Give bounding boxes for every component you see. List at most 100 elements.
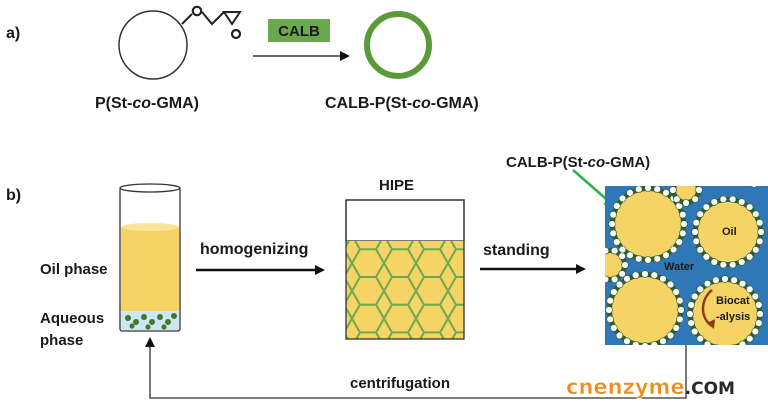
calb-particle [634,255,643,263]
calb-particle [760,124,767,131]
biocatalysis-label-1: Biocat [716,295,750,307]
calb-particle [626,251,634,259]
calb-particle-label: CALB-P(St-co-GMA) [506,154,650,171]
calb-particle [691,195,699,203]
calb-particle [692,177,699,184]
calb-particle [644,256,652,264]
calb-particle [682,199,690,207]
oil-droplet [612,277,678,343]
calb-particle [666,280,675,289]
calb-particle [618,270,626,278]
droplet-shell [723,124,768,186]
calb-particle [679,211,687,219]
calb-particle [690,327,699,336]
calb-particle [743,186,747,187]
calb-particle [703,340,712,345]
tube-particles [125,313,177,330]
calb-particle [713,344,719,345]
calb-particle [676,315,684,323]
calb-particle [623,275,631,283]
calb-particle [745,285,754,293]
watermark: cnenzyme.COM [566,375,735,399]
calb-box [268,19,330,42]
calb-particle [610,324,618,332]
calb-particle [751,327,759,336]
calb-particle [605,306,613,314]
calb-particle [731,344,737,345]
calb-particle [761,186,765,187]
calb-particle [722,346,729,353]
calb-particle [610,288,618,296]
calb-particle [692,237,700,246]
calb-particle [734,128,741,135]
calb-particle [606,315,614,323]
hipe-container [345,199,465,340]
calb-particle [751,123,758,130]
hipe-label: HIPE [379,177,414,194]
biocatalysis-label-2: -alysis [716,311,750,323]
inset-water-label: Water [664,261,695,273]
calb-particle [751,292,759,301]
calb-particle [631,271,640,279]
calb-particle [653,186,661,193]
oil-droplet [698,202,758,262]
calb-particle [606,297,614,305]
calb-particle [680,220,688,228]
calb-particle [683,174,690,181]
calb-particle [669,245,678,254]
calb-particle [595,253,602,260]
calb-particle [618,252,626,260]
calb-particle [615,331,624,340]
calb-particle [702,253,711,261]
calb-particle [615,280,624,289]
calb-particle [609,211,617,219]
calb-particle [695,186,703,194]
oil-droplet [676,186,696,200]
calb-particle [738,280,747,288]
calb-particle [712,276,720,284]
calb-particle [632,341,640,345]
calb-particle [691,228,699,236]
calb-particle [641,342,649,345]
calb-particle [650,271,658,279]
calb-particle [666,331,675,340]
calb-particle [757,228,765,236]
calb-coated-bead [364,11,432,79]
p-st-co-gma-label: P(St-co-GMA) [95,95,199,112]
calb-particle [623,337,631,345]
standing-label: standing [483,242,550,259]
calb-particle [675,238,683,246]
calb-particle [662,189,670,197]
calb-particle [745,253,754,261]
calb-particle [756,310,764,318]
calb-particle [609,229,617,238]
calb-particle [755,219,764,227]
calb-particle [653,255,661,263]
calb-particle [752,210,760,218]
calb-particle [659,275,667,283]
calb-particle [710,258,718,266]
calb-particle [618,194,627,203]
oil-phase-label: Oil phase [40,261,108,278]
calb-particle [696,246,704,254]
oil-droplet [693,282,757,345]
calb-particle [723,143,730,150]
oil-droplet [728,129,768,181]
centrifugation-label: centrifugation [350,375,450,392]
calb-particle [641,270,649,278]
calb-particle [672,324,680,332]
calb-particle [644,186,652,192]
calb-particle [650,341,658,345]
calb-particle [690,292,699,301]
calb-particle [626,189,634,197]
calb-particle [721,275,729,283]
calb-particle [755,237,764,246]
homogenizing-label: homogenizing [200,241,308,258]
calb-particle [755,301,763,309]
calb-particle [728,261,737,269]
calb-particle [635,186,643,193]
calb-particle [687,319,695,327]
calb-label: CALB [278,23,320,40]
calb-particle [737,258,746,266]
